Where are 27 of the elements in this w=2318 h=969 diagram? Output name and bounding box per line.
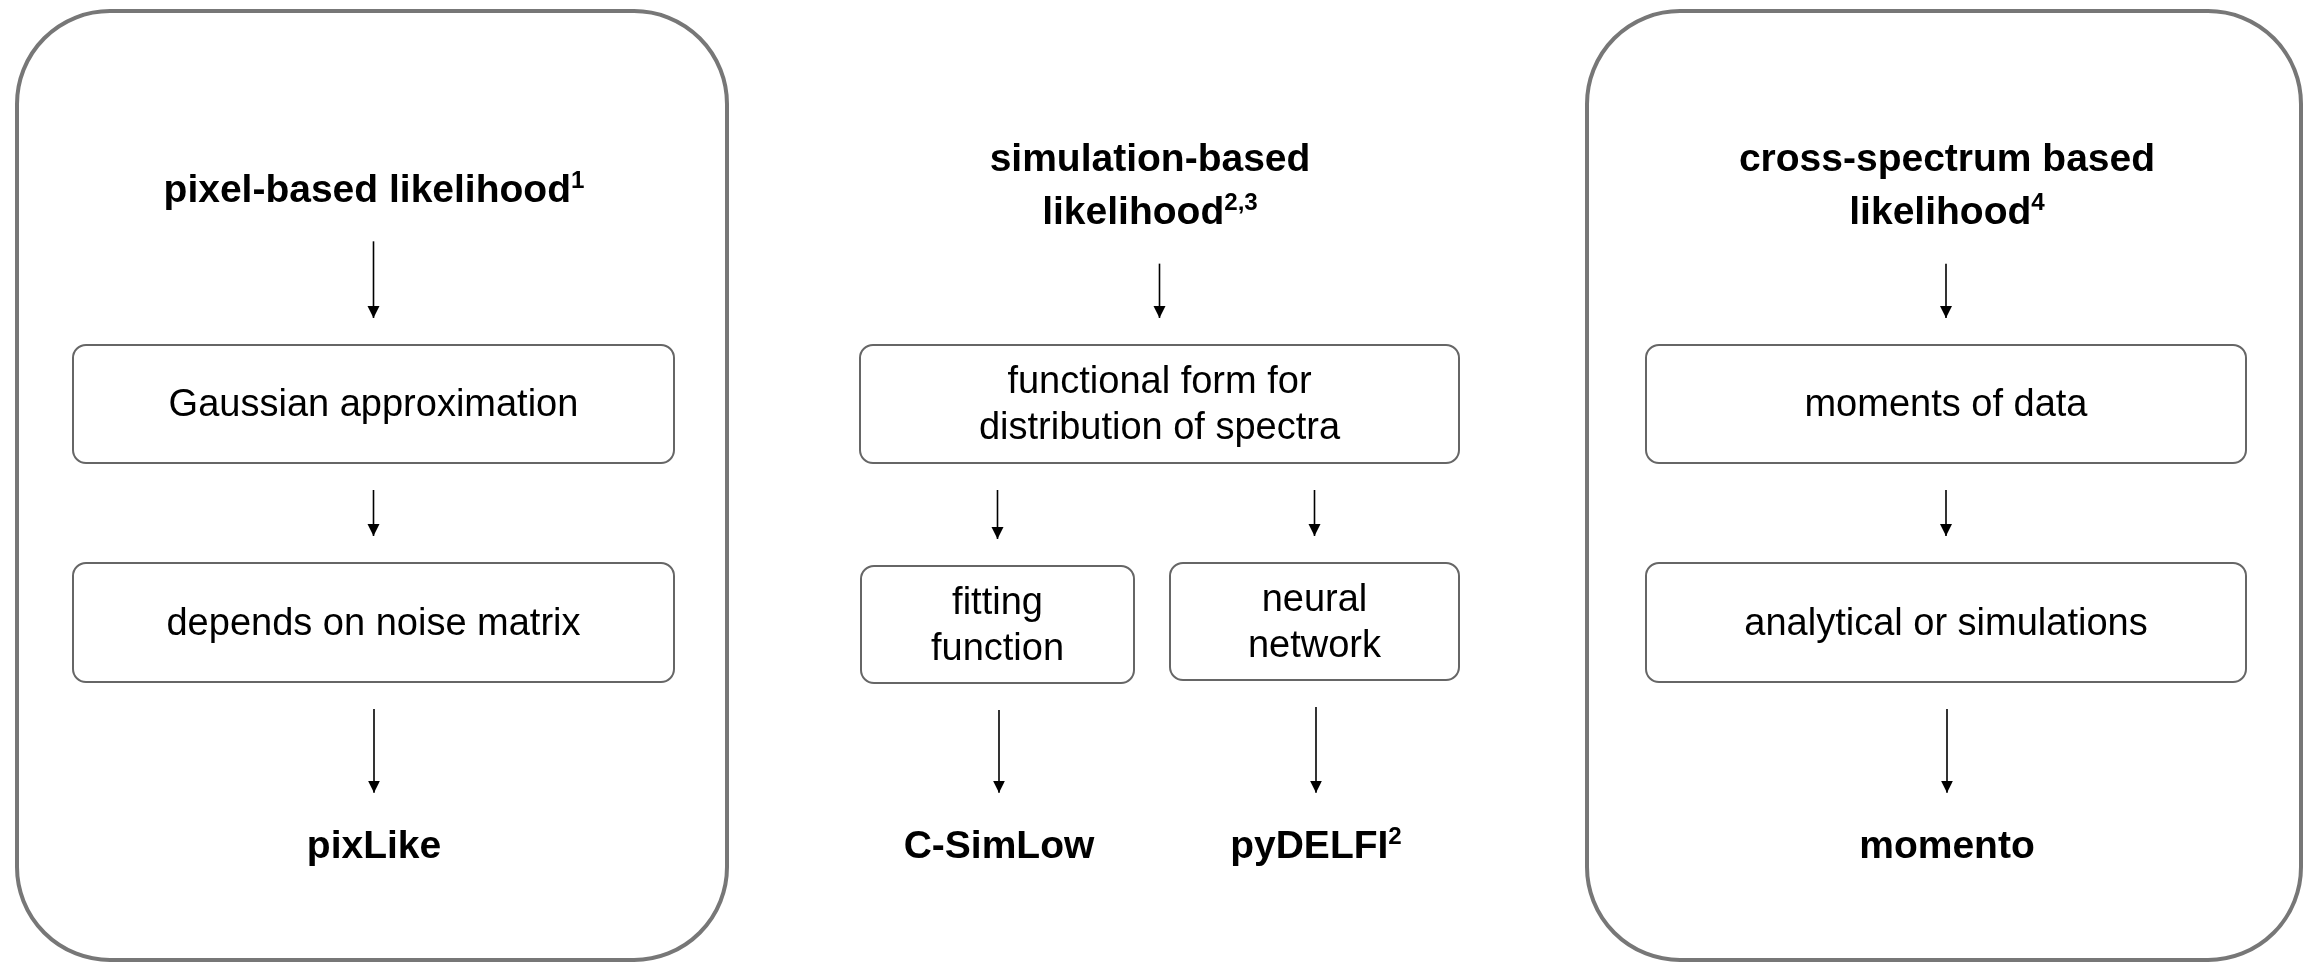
arrow [991,489,1004,540]
process-box: moments of data [1645,344,2247,464]
arrow [368,708,380,794]
process-box: fitting function [860,565,1135,684]
arrow [1308,489,1321,537]
process-box: analytical or simulations [1645,562,2247,683]
panel-background [15,9,729,962]
process-box: neural network [1169,562,1460,681]
arrow [1310,706,1322,794]
arrow [1940,262,1952,319]
output-label: C-SimLow [903,818,1095,872]
heading-text: pixel-based likelihood$^{1}$ [163,162,585,216]
arrow [367,240,380,319]
arrow [993,709,1005,794]
heading-text: cross-spectrum based likelihood$^{4}$ [1737,132,2157,238]
panel-background [1585,9,2303,962]
output-label: pyDELFI$^{2}$ [1230,818,1402,872]
process-box: depends on noise matrix [72,562,675,683]
heading-text: simulation-based likelihood$^{2,3}$ [970,132,1330,238]
output-label: pixLike [306,818,442,872]
arrow [1941,708,1953,794]
process-box: functional form for distribution of spectra [859,344,1460,464]
arrow [1153,262,1166,319]
arrow [1940,489,1952,537]
output-label: momento [1859,818,2035,872]
process-box: Gaussian approximation [72,344,675,464]
arrow [367,489,380,537]
